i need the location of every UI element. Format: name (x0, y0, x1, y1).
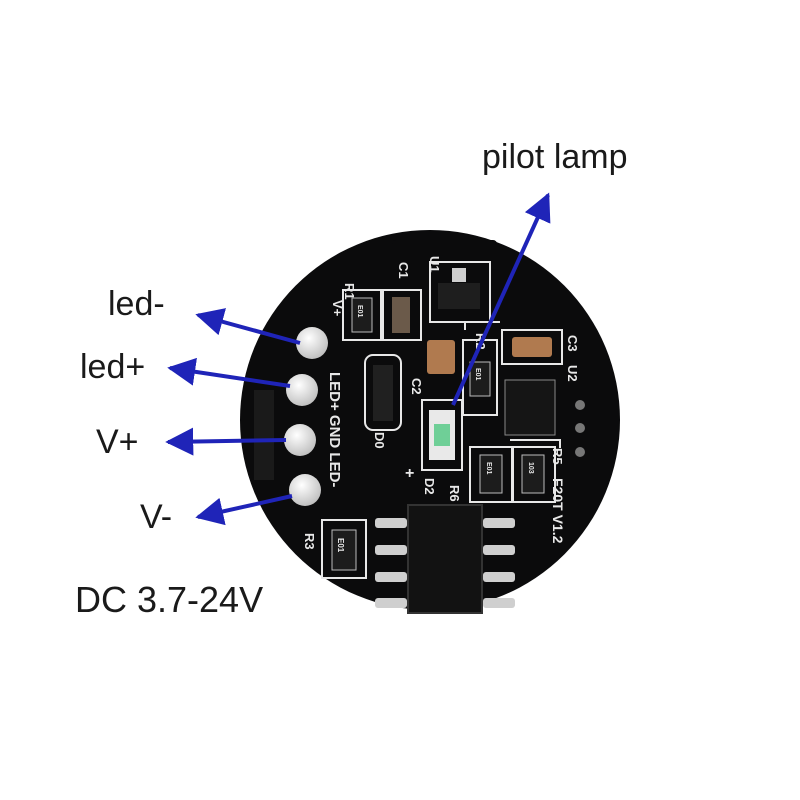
wire-pads (284, 327, 328, 506)
label-pilot-lamp: pilot lamp (482, 138, 628, 176)
silk-d2: D2 (422, 478, 437, 495)
silk-u2: U2 (565, 365, 580, 382)
label-led-plus: led+ (80, 348, 146, 386)
c2-body (427, 340, 455, 374)
r2-body (469, 361, 491, 397)
u1-pin (452, 268, 466, 282)
silk-r3-code: E01 (336, 538, 345, 553)
pad-led-plus (286, 374, 318, 406)
silk-r1: R1 (342, 283, 357, 300)
arrows (165, 192, 551, 526)
silk-pins-label: LED+ GND LED- (326, 372, 343, 487)
pilot-led-window (434, 424, 450, 446)
c1-body (392, 297, 410, 333)
r3-outline (321, 519, 367, 579)
silk-r6-code: E01 (485, 462, 492, 475)
r5-outline (512, 446, 556, 503)
silk-r1-code: E01 (356, 305, 363, 318)
pad-v-plus (284, 424, 316, 456)
silk-r5: R5 (550, 448, 565, 465)
u2-body (504, 379, 556, 436)
u1-body (438, 283, 480, 309)
silk-model: F20T V1.2 (550, 478, 566, 544)
silk-r2-code: E01 (474, 368, 481, 381)
pad-v-minus (289, 474, 321, 506)
r1-outline (342, 289, 382, 341)
main-ic-pins (375, 518, 515, 608)
silk-lines (464, 321, 561, 448)
silk-r5-code: 103 (527, 462, 534, 474)
silk-c1: C1 (396, 262, 411, 279)
u1-outline (429, 261, 491, 323)
d0-body (373, 365, 393, 421)
silk-u1: U1 (427, 256, 442, 273)
label-led-minus: led- (108, 285, 165, 323)
arrow-v-minus (195, 494, 293, 526)
silk-c2: C2 (409, 378, 424, 395)
c3-outline (501, 329, 563, 365)
r5-body (521, 454, 545, 494)
silk-r3: R3 (302, 533, 317, 550)
board-tab-left (254, 390, 274, 480)
c3-body (512, 337, 552, 357)
d0-outline (364, 354, 402, 431)
r3-body (331, 529, 357, 571)
silk-plus: + (405, 465, 414, 482)
silk-d0: D0 (372, 432, 387, 449)
r6-body (479, 454, 503, 494)
silkscreen: R1 C1 U1 V+ LED+ GND LED- C2 D0 D2 + R2 … (302, 256, 580, 553)
edge-vias (575, 400, 585, 457)
label-input-voltage: DC 3.7-24V (75, 579, 264, 620)
silk-vplus: V+ (330, 300, 345, 317)
label-v-minus: V- (140, 498, 173, 536)
main-ic (407, 504, 483, 614)
r1-body (351, 297, 373, 333)
arrow-led-minus (195, 308, 301, 345)
arrow-v-plus (165, 427, 287, 456)
c1-outline (382, 289, 422, 341)
silk-r6: R6 (447, 485, 462, 502)
d2-outline (421, 399, 463, 471)
arrow-pilot-lamp (451, 192, 551, 406)
arrow-led-plus (167, 357, 291, 388)
silk-c3: C3 (565, 335, 580, 352)
components (321, 261, 585, 614)
pad-led-minus (296, 327, 328, 359)
label-v-plus: V+ (96, 423, 139, 461)
r2-outline (462, 339, 498, 416)
